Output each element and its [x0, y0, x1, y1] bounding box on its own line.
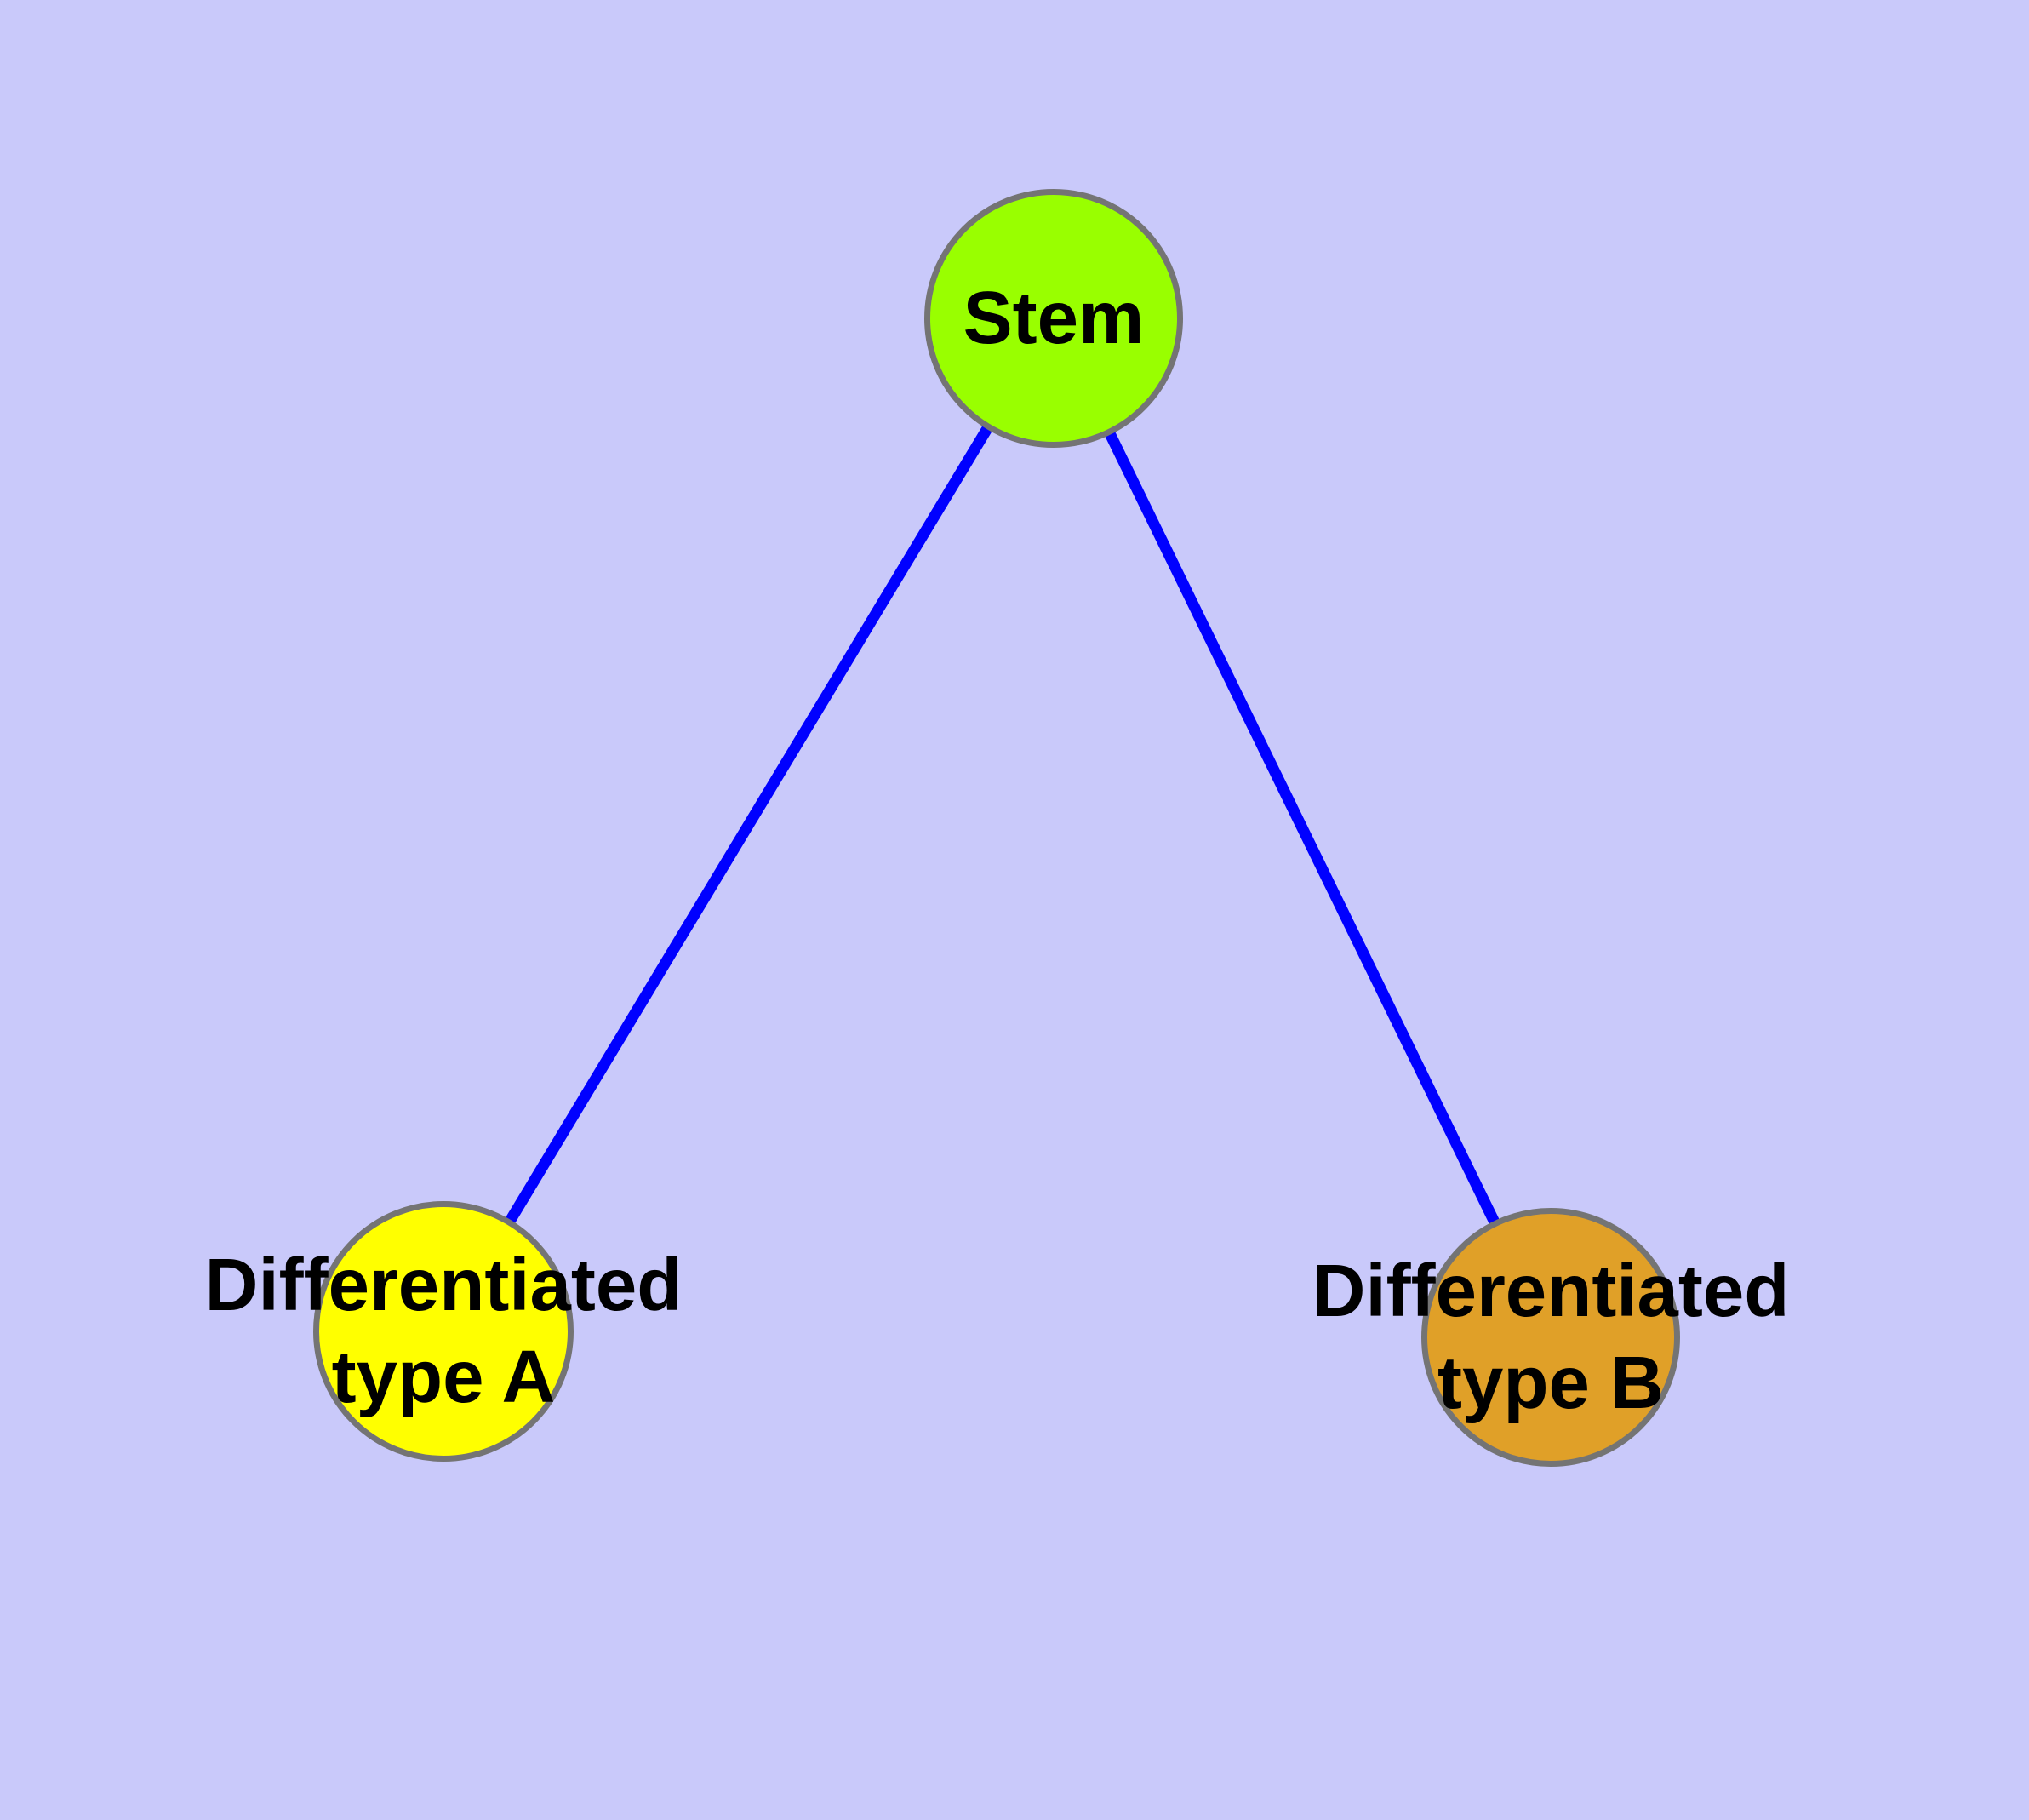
node-differentiated-type-b-label-line2: type B	[1437, 1342, 1664, 1424]
node-stem-label-text: Stem	[963, 277, 1145, 359]
node-differentiated-type-b-circle[interactable]	[1421, 1208, 1680, 1467]
node-differentiated-type-b-label-line1: Differentiated	[1312, 1250, 1790, 1332]
edge-stem-to-type-b	[1049, 316, 1556, 1340]
node-differentiated-type-b-label: Differentiated type B	[1312, 1245, 1790, 1429]
node-differentiated-type-a-label: Differentiated type A	[205, 1239, 683, 1423]
node-stem-circle[interactable]	[924, 189, 1183, 448]
node-differentiated-type-a-circle[interactable]	[313, 1201, 574, 1462]
node-differentiated-type-a-label-line1: Differentiated	[204, 1244, 683, 1326]
node-differentiated-type-a-label-line2: type A	[331, 1336, 556, 1418]
edge-stem-to-type-a	[438, 315, 1059, 1335]
node-stem-label: Stem	[963, 272, 1145, 364]
